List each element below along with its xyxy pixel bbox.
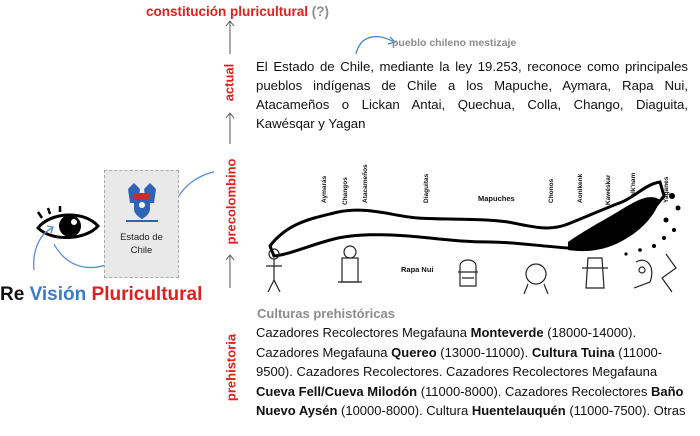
prehistoria-paragraph: Cazadores Recolectores Megafauna Monteve…: [256, 325, 686, 419]
site-tuina: Cultura Tuina: [531, 344, 615, 360]
constitucion-text: constitución pluricultural: [146, 4, 309, 19]
figure-icon: [523, 263, 549, 295]
site-bano-nuevo: Baño Nuevo Aysén: [256, 383, 684, 419]
title-pluricultural: Pluricultural: [91, 284, 203, 305]
figure-icon: [582, 257, 608, 289]
site-monteverde: Monteverde: [470, 325, 544, 340]
title-prefix: Re: [0, 284, 25, 305]
timeline-actual: actual: [221, 63, 237, 102]
region-label-mapuches: Mapuches: [478, 194, 515, 203]
timeline-prehistoria: prehistoria: [223, 333, 239, 402]
site-quereo: Quereo: [391, 344, 437, 360]
rapa-nui-label: Rapa Nui: [401, 265, 434, 274]
pueblo-arrow-icon: [355, 36, 397, 55]
estado-chile-box: Estado de Chile: [104, 170, 179, 278]
chile-map: [268, 180, 681, 258]
figure-icons: [266, 245, 677, 295]
page-title: Re Visión Pluricultural: [0, 284, 202, 306]
chile-coat-of-arms-icon: [125, 183, 158, 222]
estado-line1: Estado de: [120, 232, 163, 243]
timeline-axis: [225, 20, 235, 288]
actual-paragraph: El Estado de Chile, mediante la ley 19.2…: [256, 59, 688, 131]
figure-icon: [338, 245, 362, 283]
timeline-precolombino: precolombino: [223, 158, 239, 245]
prehistoria-heading: Culturas prehistóricas: [257, 306, 395, 321]
figure-icon: [633, 259, 653, 289]
site-cueva-fell: Cueva Fell/Cueva Milodón: [256, 383, 418, 399]
eye-icon: [36, 206, 100, 240]
pueblo-label: pueblo chileno mestizaje: [392, 37, 517, 49]
figure-icon: [661, 253, 677, 293]
figure-icon: [266, 248, 282, 293]
constitucion-label: constitución pluricultural (?): [146, 4, 329, 19]
figure-icon: [458, 259, 478, 287]
estado-line2: Chile: [130, 245, 153, 256]
question-mark: (?): [311, 4, 330, 19]
site-huentelauquen: Huentelauquén: [471, 403, 566, 419]
title-vision: Visión: [29, 284, 87, 305]
